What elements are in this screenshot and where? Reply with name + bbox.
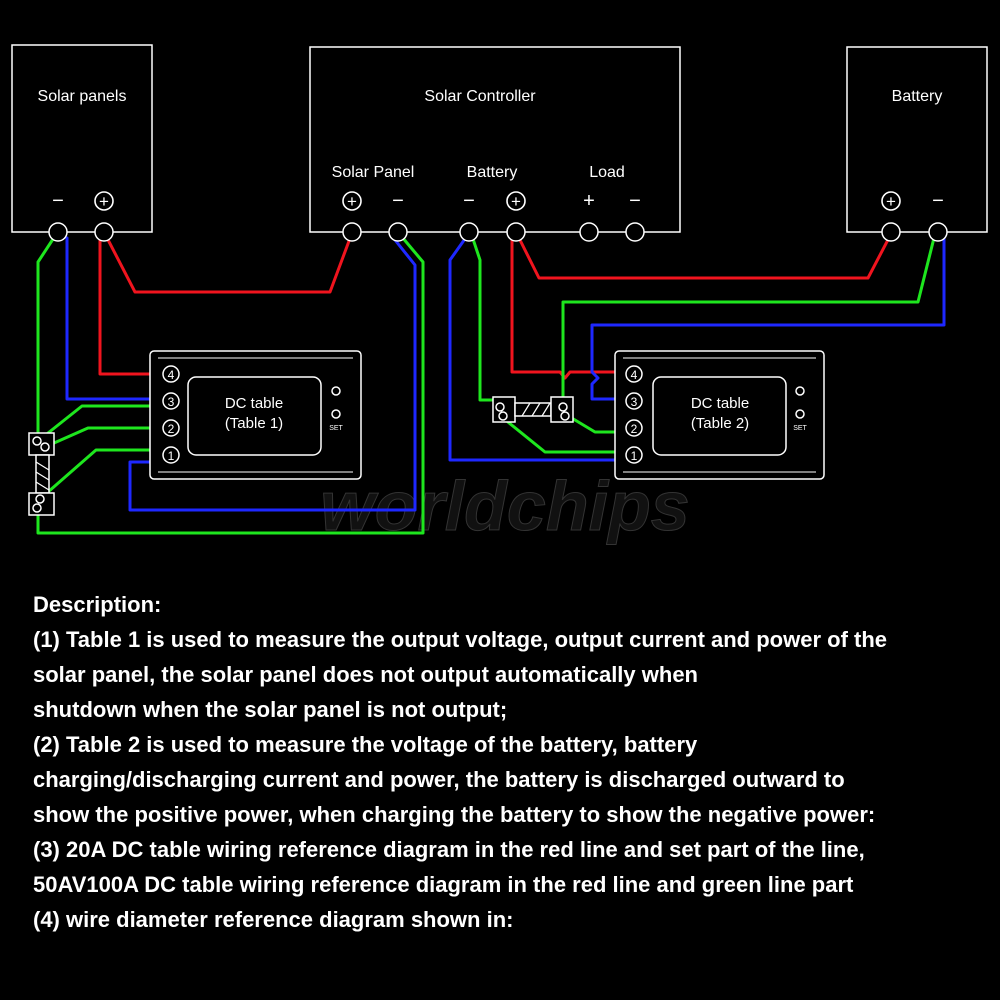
wiring-diagram: worldchips Solar panels − + bbox=[11, 44, 988, 546]
controller-load-plus-label: + bbox=[583, 190, 595, 212]
green-wire-panel-to-shunt1 bbox=[36, 234, 425, 535]
controller-title: Solar Controller bbox=[424, 88, 536, 105]
controller-solar-plus-icon bbox=[342, 191, 362, 211]
solar-controller-box: Solar Controller Solar Panel Battery Loa… bbox=[309, 46, 681, 242]
solar-panels-plus-label: + bbox=[99, 192, 109, 211]
shunt-2 bbox=[492, 396, 574, 423]
battery-plus-icon bbox=[881, 191, 901, 211]
description-line: (3) 20A DC table wiring reference diagra… bbox=[33, 837, 865, 862]
table1-subtitle: (Table 1) bbox=[225, 415, 283, 432]
controller-load-label: Load bbox=[589, 164, 625, 181]
battery-title: Battery bbox=[892, 88, 943, 105]
battery-plus-terminal bbox=[881, 222, 901, 242]
description-line: (2) Table 2 is used to measure the volta… bbox=[33, 732, 698, 757]
table2-terminal-1: 1 bbox=[631, 449, 638, 463]
table1-set-label: SET bbox=[329, 425, 343, 432]
description-line: show the positive power, when charging t… bbox=[33, 802, 876, 827]
table1-terminal-3: 3 bbox=[168, 395, 175, 409]
controller-battery-plus-icon bbox=[506, 191, 526, 211]
green-wire-shunt1-to-t2 bbox=[43, 426, 166, 449]
solar-panels-plus-icon bbox=[94, 191, 114, 211]
table2-terminal-2: 2 bbox=[631, 422, 638, 436]
description-line: shutdown when the solar panel is not out… bbox=[33, 697, 508, 722]
solar-panels-minus-label: − bbox=[52, 190, 64, 212]
solar-panels-plus-terminal bbox=[94, 222, 114, 242]
description-line: (4) wire diameter reference diagram show… bbox=[33, 907, 514, 932]
table2-terminal-4: 4 bbox=[631, 368, 638, 382]
controller-battery-minus-terminal bbox=[459, 222, 479, 242]
description-line: solar panel, the solar panel does not ou… bbox=[33, 662, 698, 687]
description-line: charging/discharging current and power, … bbox=[33, 767, 845, 792]
description-line: (1) Table 1 is used to measure the outpu… bbox=[33, 627, 888, 652]
controller-battery-minus-label: − bbox=[463, 190, 475, 212]
blue-wire-panel-to-table1-t3 bbox=[65, 236, 166, 401]
dc-table-1: DC table (Table 1) SET 4 3 2 1 bbox=[149, 350, 362, 480]
table2-terminal-3: 3 bbox=[631, 395, 638, 409]
description-heading: Description: bbox=[33, 592, 162, 617]
table2-subtitle: (Table 2) bbox=[691, 415, 749, 432]
wires bbox=[36, 230, 946, 535]
controller-solar-minus-label: − bbox=[392, 190, 404, 212]
battery-minus-terminal bbox=[928, 222, 948, 242]
battery-plus-label: + bbox=[886, 192, 896, 211]
controller-load-minus-label: − bbox=[629, 190, 641, 212]
green-wire-battery-to-shunt2 bbox=[561, 236, 936, 409]
solar-panels-title: Solar panels bbox=[38, 88, 127, 105]
red-wire-panel-to-controller bbox=[102, 230, 354, 294]
table2-set-label: SET bbox=[793, 425, 807, 432]
solar-panels-box: Solar panels − + bbox=[11, 44, 153, 242]
shunt-1 bbox=[28, 432, 55, 516]
table1-indicator-icon bbox=[331, 386, 341, 396]
controller-load-minus-terminal bbox=[625, 222, 645, 242]
table1-terminal-2: 2 bbox=[168, 422, 175, 436]
table1-terminal-1: 1 bbox=[168, 449, 175, 463]
red-wire-panel-to-table1-t4 bbox=[98, 236, 166, 376]
solar-panels-minus-terminal bbox=[48, 222, 68, 242]
red-wire-controller-to-battery bbox=[515, 232, 893, 280]
description-block: Description: (1) Table 1 is used to meas… bbox=[33, 587, 983, 937]
controller-solar-panel-label: Solar Panel bbox=[332, 164, 415, 181]
table2-title: DC table bbox=[691, 395, 749, 412]
table1-terminal-4: 4 bbox=[168, 368, 175, 382]
green-wire-controller-to-shunt2 bbox=[470, 234, 502, 402]
table2-set-button bbox=[795, 409, 805, 419]
blue-wire-controller-to-table2-t1 bbox=[448, 234, 631, 462]
controller-battery-plus-label: + bbox=[511, 192, 521, 211]
controller-load-plus-terminal bbox=[579, 222, 599, 242]
controller-solar-plus-terminal bbox=[342, 222, 362, 242]
battery-minus-label: − bbox=[932, 190, 944, 212]
blue-wire-controller-to-table1-t1 bbox=[128, 238, 417, 512]
table2-indicator-icon bbox=[795, 386, 805, 396]
controller-solar-plus-label: + bbox=[347, 192, 357, 211]
controller-solar-minus-terminal bbox=[388, 222, 408, 242]
controller-battery-label: Battery bbox=[467, 164, 518, 181]
blue-wire-battery-to-table2-t3 bbox=[590, 236, 946, 401]
green-wire-shunt1-to-t3 bbox=[36, 404, 166, 443]
dc-table-2: DC table (Table 2) SET 4 3 2 1 bbox=[614, 350, 825, 480]
description-line: 50AV100A DC table wiring reference diagr… bbox=[33, 872, 854, 897]
table1-set-button bbox=[331, 409, 341, 419]
green-wire-shunt2-to-t1 bbox=[501, 416, 631, 454]
controller-battery-plus-terminal bbox=[506, 222, 526, 242]
green-wire-shunt1-to-t1 bbox=[38, 448, 166, 501]
table1-title: DC table bbox=[225, 395, 283, 412]
battery-box: Battery + − bbox=[846, 46, 988, 242]
